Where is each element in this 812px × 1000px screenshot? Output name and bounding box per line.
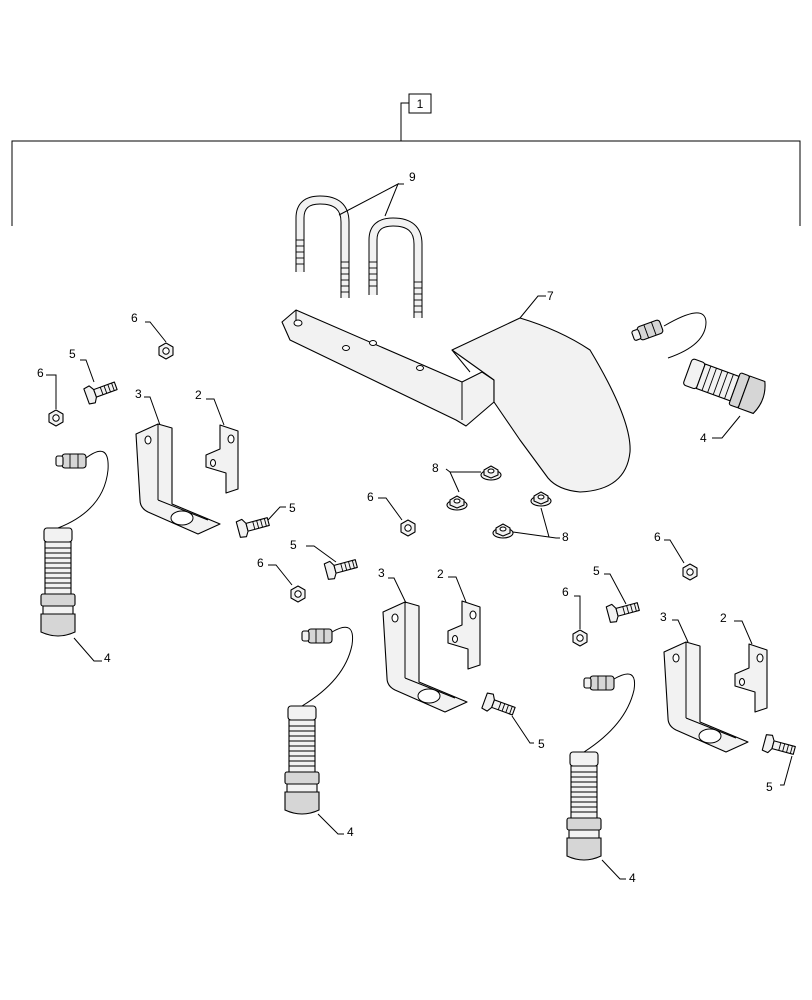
l-bracket-right: 3 — [660, 610, 749, 753]
callout-sensor-right: 4 — [629, 871, 636, 885]
callout-l-bracket-center: 3 — [378, 566, 385, 580]
assembly-callout: 1 — [11, 93, 801, 226]
nut-left-top: 6 — [131, 311, 174, 360]
nut-right-top: 6 — [654, 530, 698, 581]
callout-main-bracket: 7 — [547, 289, 554, 303]
callout-flange-nut-bottom: 8 — [562, 530, 569, 544]
callout-bolt-left-top: 5 — [69, 347, 76, 361]
callout-nut-center-top: 6 — [367, 490, 374, 504]
callout-nut-right-mid: 6 — [562, 585, 569, 599]
callout-u-bolt: 9 — [409, 170, 416, 184]
callout-l-bracket-left: 3 — [135, 387, 142, 401]
sensor-top-right: 4 — [630, 312, 766, 445]
callout-bolt-center-low: 5 — [538, 737, 545, 751]
bolt-center-low: 5 — [480, 691, 545, 751]
bolt-center-mid: 5 — [290, 538, 360, 581]
bolt-right-top: 5 — [593, 564, 642, 624]
callout-nut-center-left: 6 — [257, 556, 264, 570]
sensor-center: 4 — [284, 626, 354, 839]
callout-sensor-center: 4 — [347, 825, 354, 839]
assembly-number: 1 — [417, 97, 424, 111]
plate-left: 2 — [195, 388, 239, 494]
callout-sensor-left: 4 — [104, 651, 111, 665]
callout-bolt-center-mid: 5 — [290, 538, 297, 552]
bolt-left-top: 5 — [69, 347, 120, 406]
bolt-right-low: 5 — [761, 733, 798, 794]
callout-bolt-right-low: 5 — [766, 780, 773, 794]
callout-nut-left-top: 6 — [131, 311, 138, 325]
nut-center-left: 6 — [257, 556, 306, 603]
nut-left-side: 6 — [37, 366, 64, 427]
l-bracket-center: 3 — [378, 566, 468, 713]
sensor-left: 4 — [40, 450, 111, 665]
flange-nuts: 8 8 — [432, 461, 569, 544]
plate-right: 2 — [720, 611, 768, 713]
main-mounting-bracket: 7 — [281, 289, 631, 493]
callout-plate-right: 2 — [720, 611, 727, 625]
plate-center: 2 — [437, 567, 481, 670]
callout-bolt-center-top: 5 — [289, 501, 296, 515]
callout-nut-left-side: 6 — [37, 366, 44, 380]
callout-flange-nut-top: 8 — [432, 461, 439, 475]
callout-l-bracket-right: 3 — [660, 610, 667, 624]
bolt-center-top: 5 — [235, 501, 296, 539]
sensor-right: 4 — [566, 673, 636, 885]
nut-right-mid: 6 — [562, 585, 588, 647]
callout-bolt-right-top: 5 — [593, 564, 600, 578]
callout-plate-left: 2 — [195, 388, 202, 402]
nut-center-top: 6 — [367, 490, 416, 537]
u-bolt-pair: 9 — [295, 170, 423, 318]
callout-plate-center: 2 — [437, 567, 444, 581]
callout-nut-right-top: 6 — [654, 530, 661, 544]
l-bracket-left: 3 — [135, 387, 221, 535]
callout-sensor-top-right: 4 — [700, 431, 707, 445]
